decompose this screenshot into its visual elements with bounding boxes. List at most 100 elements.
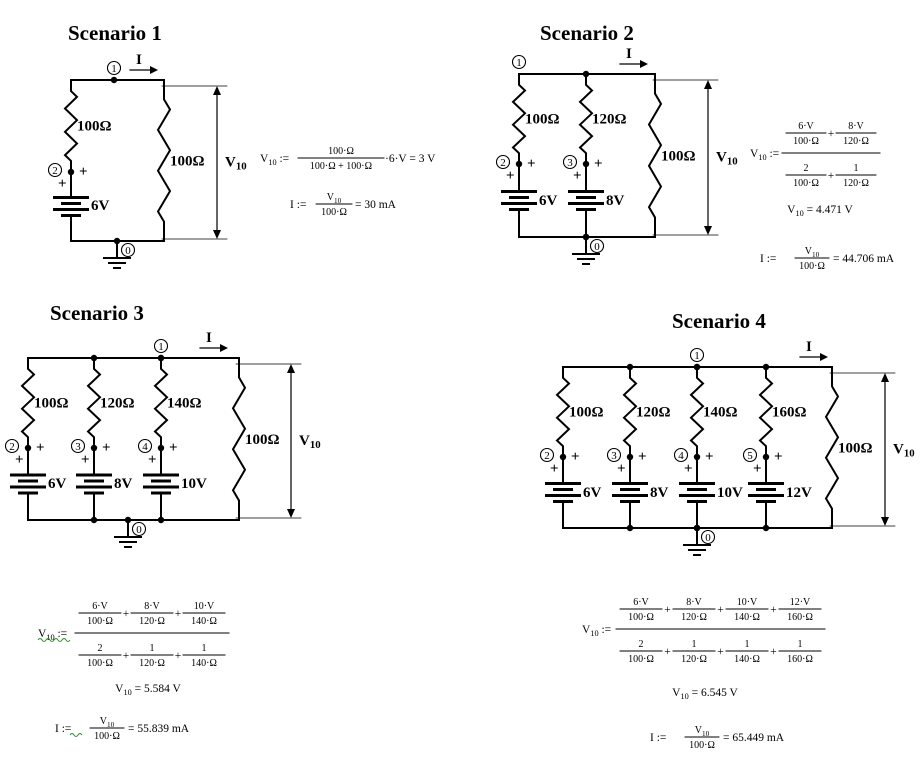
battery-plate bbox=[84, 491, 104, 495]
arrow-head-down bbox=[704, 226, 712, 235]
arrow-head-up bbox=[213, 86, 221, 95]
junction-dot bbox=[693, 524, 701, 532]
battery bbox=[76, 447, 112, 521]
fraction-numerator: 8·V bbox=[144, 601, 160, 612]
voltage-label: V10 bbox=[716, 150, 738, 168]
node-circle bbox=[495, 154, 511, 170]
polarity-plus: + bbox=[79, 164, 88, 180]
battery-label: 6V bbox=[539, 193, 558, 209]
battery-label: 6V bbox=[91, 198, 110, 214]
battery-plate bbox=[143, 485, 179, 489]
current-result: = 30 mA bbox=[355, 199, 397, 211]
polarity-plus: + bbox=[148, 452, 157, 468]
battery-plate bbox=[76, 485, 112, 489]
fraction-denominator: 100·Ω bbox=[689, 740, 715, 751]
scenario-title: Scenario 2 bbox=[540, 21, 634, 45]
fraction-numerator: 1 bbox=[798, 639, 803, 650]
fraction-numerator: 1 bbox=[150, 643, 155, 654]
battery bbox=[679, 456, 715, 529]
fraction-numerator: V10 bbox=[805, 246, 820, 259]
voltage-label: V10 bbox=[893, 442, 915, 460]
fraction-denominator: 140·Ω bbox=[191, 658, 217, 669]
current-arrow-head bbox=[640, 60, 648, 68]
branch-resistor bbox=[555, 367, 571, 457]
node-number: 4 bbox=[678, 450, 684, 462]
fraction-denominator: 100·Ω + 100·Ω bbox=[310, 161, 372, 172]
battery bbox=[10, 447, 46, 521]
node-circle bbox=[742, 447, 758, 463]
node-marker-1: 1 bbox=[106, 60, 122, 76]
battery-plate bbox=[143, 473, 179, 477]
node-marker-2: 2 bbox=[4, 438, 20, 454]
fraction-denominator: 120·Ω bbox=[681, 612, 707, 623]
fraction-denominator: 100·Ω bbox=[87, 616, 113, 627]
battery-plate bbox=[509, 196, 529, 199]
node-circle bbox=[689, 347, 705, 363]
node-marker-3: 3 bbox=[606, 447, 622, 463]
branch-resistor bbox=[689, 367, 705, 457]
battery-plate bbox=[84, 479, 104, 483]
fraction-numerator: 10·V bbox=[737, 597, 758, 608]
fraction-denominator: 120·Ω bbox=[843, 178, 869, 189]
battery-plate bbox=[612, 482, 648, 485]
polarity-plus: + bbox=[774, 449, 783, 465]
plus-sign: + bbox=[123, 650, 130, 662]
v10-result: V10 = 6.545 V bbox=[672, 687, 738, 701]
fraction-numerator: 100·Ω bbox=[328, 146, 354, 157]
node-number: 3 bbox=[567, 157, 573, 169]
load-resistor-label: 100Ω bbox=[838, 441, 873, 457]
fraction-numerator: 1 bbox=[692, 639, 697, 650]
load-resistor bbox=[231, 358, 247, 520]
fraction-numerator: V10 bbox=[327, 192, 342, 205]
fraction-numerator: 6·V bbox=[92, 601, 108, 612]
v10-assignment: V10 := bbox=[582, 624, 611, 638]
arrow-head-down bbox=[881, 517, 889, 526]
branch-resistor-label: 120Ω bbox=[636, 405, 671, 421]
node-circle bbox=[700, 529, 716, 545]
battery-plate bbox=[53, 196, 89, 199]
polarity-plus: + bbox=[58, 176, 67, 192]
current-result: = 65.449 mA bbox=[723, 732, 785, 744]
battery-plate bbox=[756, 488, 776, 491]
branch-resistor bbox=[758, 367, 774, 457]
node-number: 2 bbox=[9, 441, 15, 453]
fraction-numerator: V10 bbox=[100, 716, 115, 729]
scenario-title: Scenario 3 bbox=[50, 301, 144, 325]
current-result: = 55.839 mA bbox=[128, 723, 190, 735]
fraction-denominator: 140·Ω bbox=[734, 654, 760, 665]
fraction-numerator: 2 bbox=[98, 643, 103, 654]
node-circle bbox=[511, 54, 527, 70]
battery-plate bbox=[620, 500, 640, 503]
current-label: I bbox=[136, 52, 142, 68]
current-label: I bbox=[626, 46, 632, 62]
fraction-denominator: 120·Ω bbox=[139, 616, 165, 627]
battery bbox=[612, 456, 648, 529]
term-fraction: 6·V 100·Ω bbox=[78, 601, 122, 627]
fraction-numerator: 10·V bbox=[194, 601, 215, 612]
current-result: = 44.706 mA bbox=[833, 253, 895, 265]
plus-sign: + bbox=[717, 604, 724, 616]
node-circle bbox=[131, 521, 147, 537]
equations-scenario-4: V10 :=6·V100·Ω+8·V120·Ω+10·V140·Ω+12·V16… bbox=[582, 597, 826, 751]
node-marker-4: 4 bbox=[137, 438, 153, 454]
v10-result: V10 = 5.584 V bbox=[115, 683, 181, 697]
battery bbox=[143, 447, 179, 521]
load-resistor-label: 100Ω bbox=[245, 432, 280, 448]
node-number: 2 bbox=[544, 450, 550, 462]
node-circle bbox=[589, 238, 605, 254]
v10-assignment: V10 := bbox=[750, 148, 779, 162]
node-marker-0: 0 bbox=[589, 238, 605, 254]
current-indicator: I bbox=[129, 52, 158, 74]
plus-sign: + bbox=[770, 604, 777, 616]
